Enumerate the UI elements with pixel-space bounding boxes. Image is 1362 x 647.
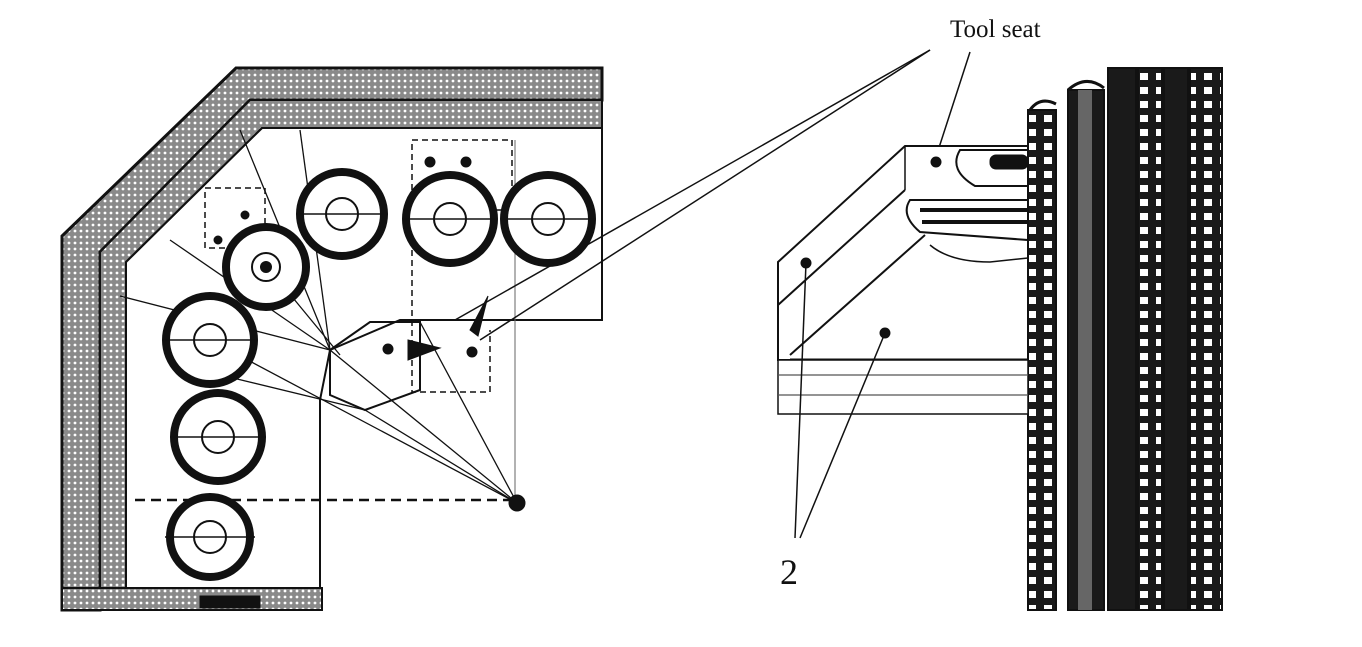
- tool-wheel-3: [162, 292, 258, 388]
- pivot-point: [508, 494, 526, 512]
- left-view: [60, 66, 604, 612]
- part-2-leader-2: [799, 332, 886, 539]
- tool-seat-leaders: [454, 49, 971, 341]
- frame-outer-band: [60, 66, 604, 612]
- right-view: [777, 67, 1223, 611]
- tool-wheel-1: [165, 493, 255, 581]
- holder-tip: [469, 295, 489, 337]
- part-number-label: 2: [780, 552, 798, 592]
- tool-holder-bracket: [329, 321, 421, 412]
- tool-wheel-7: [500, 171, 596, 267]
- bottom-strip: [61, 587, 323, 611]
- tool-wheel-6: [402, 171, 498, 267]
- chain-column-outer: [1027, 109, 1057, 611]
- bottom-slot: [199, 595, 261, 609]
- holder-dot-1: [382, 343, 394, 355]
- seat-dot: [930, 156, 942, 168]
- tool-wheel-2: [170, 389, 266, 485]
- tool-wheel-4: [222, 223, 310, 311]
- part-2-leader-1: [794, 262, 807, 539]
- tool-wheel-5: [296, 168, 388, 260]
- chain-column-main: [1107, 67, 1137, 611]
- holder-arrow: [407, 339, 442, 361]
- dashed-guide-vertical: [411, 210, 491, 393]
- tool-wheels: [162, 168, 596, 581]
- holder-dot-2: [466, 346, 478, 358]
- base-plate: [777, 359, 1029, 415]
- tool-seat-label: Tool seat: [950, 16, 1041, 43]
- chain-links: [1137, 67, 1163, 611]
